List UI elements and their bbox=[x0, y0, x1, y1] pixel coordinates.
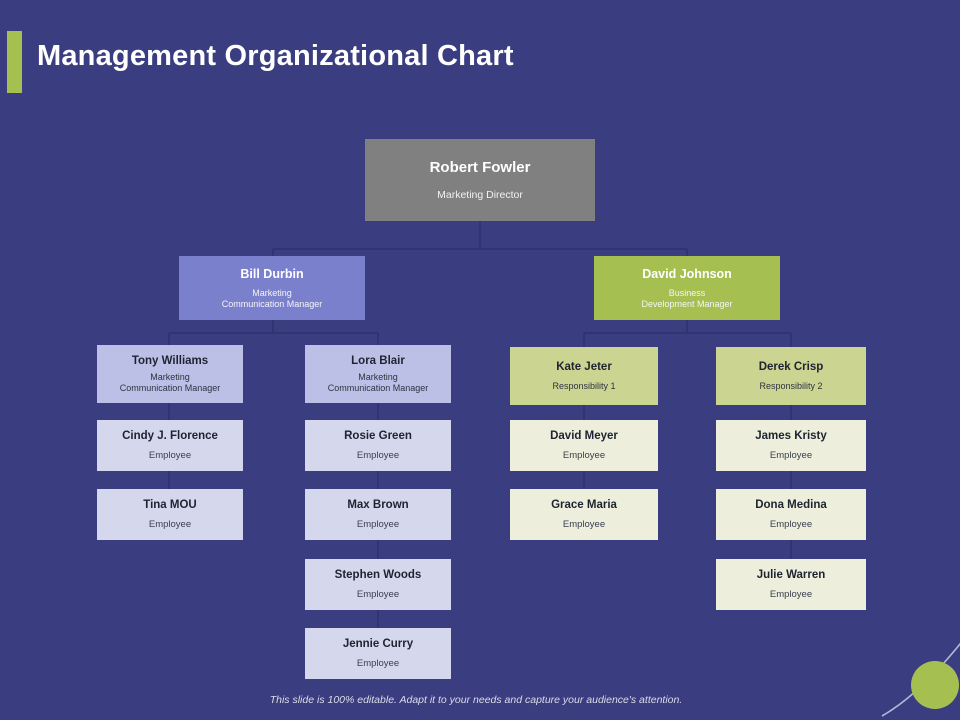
node-name: Rosie Green bbox=[344, 429, 412, 442]
node-name: David Meyer bbox=[550, 429, 618, 442]
node-name: Stephen Woods bbox=[334, 568, 422, 581]
node-name: Derek Crisp bbox=[758, 360, 824, 373]
node-role: Employee bbox=[562, 450, 606, 461]
org-node-david-meyer[interactable]: David Meyer Employee bbox=[510, 420, 658, 471]
page-title: Management Organizational Chart bbox=[37, 40, 514, 72]
node-name: Dona Medina bbox=[755, 498, 827, 511]
org-node-cindy-j-florence[interactable]: Cindy J. Florence Employee bbox=[97, 420, 243, 471]
node-name: Julie Warren bbox=[756, 568, 826, 581]
footer-note: This slide is 100% editable. Adapt it to… bbox=[269, 694, 683, 706]
node-role: Employee bbox=[356, 658, 400, 669]
org-node-bill-durbin[interactable]: Bill Durbin Marketing Communication Mana… bbox=[179, 256, 365, 320]
node-name: Lora Blair bbox=[351, 354, 405, 367]
title-accent-bar bbox=[7, 31, 22, 93]
node-role-line1: Marketing bbox=[252, 288, 292, 299]
node-role-line1: Marketing bbox=[150, 372, 190, 382]
node-name: Bill Durbin bbox=[240, 266, 304, 281]
org-node-stephen-woods[interactable]: Stephen Woods Employee bbox=[305, 559, 451, 610]
node-role-line2: Communication Manager bbox=[221, 298, 323, 309]
org-node-max-brown[interactable]: Max Brown Employee bbox=[305, 489, 451, 540]
node-role: Employee bbox=[769, 450, 813, 461]
org-node-dona-medina[interactable]: Dona Medina Employee bbox=[716, 489, 866, 540]
node-name: James Kristy bbox=[755, 429, 827, 442]
org-node-david-johnson[interactable]: David Johnson Business Development Manag… bbox=[594, 256, 780, 320]
node-role-line1: Responsibility 2 bbox=[759, 380, 823, 391]
node-role: Employee bbox=[769, 519, 813, 530]
node-name: Kate Jeter bbox=[556, 360, 612, 373]
node-name: Max Brown bbox=[347, 498, 409, 511]
org-node-derek-crisp[interactable]: Derek Crisp Responsibility 2 bbox=[716, 347, 866, 405]
node-role: Employee bbox=[148, 519, 192, 530]
node-name: Tony Williams bbox=[131, 354, 209, 367]
node-role-line2: Communication Manager bbox=[327, 382, 429, 393]
node-name: Jennie Curry bbox=[342, 637, 414, 650]
node-role: Employee bbox=[562, 519, 606, 530]
org-node-rosie-green[interactable]: Rosie Green Employee bbox=[305, 420, 451, 471]
org-node-robert-fowler[interactable]: Robert Fowler Marketing Director bbox=[365, 139, 595, 221]
node-role: Employee bbox=[148, 450, 192, 461]
decorative-circle bbox=[911, 661, 959, 709]
title-bar: Management Organizational Chart bbox=[0, 0, 960, 110]
node-name: Grace Maria bbox=[551, 498, 617, 511]
org-node-tony-williams[interactable]: Tony Williams Marketing Communication Ma… bbox=[97, 345, 243, 403]
org-node-kate-jeter[interactable]: Kate Jeter Responsibility 1 bbox=[510, 347, 658, 405]
node-role-line1: Responsibility 1 bbox=[552, 380, 616, 391]
org-node-james-kristy[interactable]: James Kristy Employee bbox=[716, 420, 866, 471]
node-role-line1: Business bbox=[668, 288, 706, 299]
org-node-jennie-curry[interactable]: Jennie Curry Employee bbox=[305, 628, 451, 679]
node-role: Employee bbox=[356, 589, 400, 600]
node-role: Employee bbox=[769, 589, 813, 600]
org-node-julie-warren[interactable]: Julie Warren Employee bbox=[716, 559, 866, 610]
org-node-tina-mou[interactable]: Tina MOU Employee bbox=[97, 489, 243, 540]
org-node-grace-maria[interactable]: Grace Maria Employee bbox=[510, 489, 658, 540]
node-role: Marketing Director bbox=[437, 188, 523, 201]
node-name: Tina MOU bbox=[143, 498, 197, 511]
node-role-line2: Communication Manager bbox=[119, 382, 221, 393]
node-name: Robert Fowler bbox=[429, 158, 531, 176]
node-role: Employee bbox=[356, 519, 400, 530]
node-name: David Johnson bbox=[642, 266, 732, 281]
org-node-lora-blair[interactable]: Lora Blair Marketing Communication Manag… bbox=[305, 345, 451, 403]
node-name: Cindy J. Florence bbox=[122, 429, 218, 442]
node-role-line1: Marketing bbox=[358, 372, 398, 382]
node-role-line2: Development Manager bbox=[641, 298, 733, 309]
node-role: Employee bbox=[356, 450, 400, 461]
